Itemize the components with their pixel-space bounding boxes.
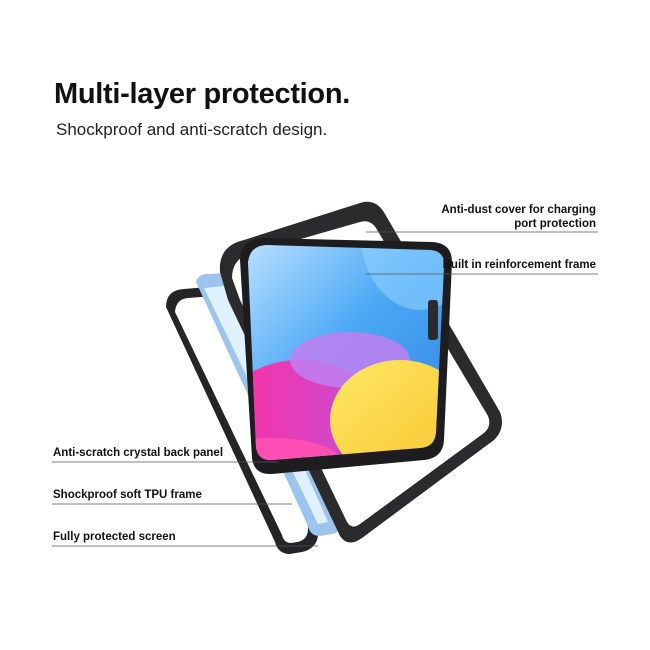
- leader-lines: [52, 231, 598, 547]
- screen-part: [240, 238, 452, 475]
- page-subtitle: Shockproof and anti-scratch design.: [56, 120, 328, 139]
- page-title: Multi-layer protection.: [54, 78, 351, 110]
- callout-screen: Fully protected screen: [53, 531, 176, 543]
- callout-tpu-frame: Shockproof soft TPU frame: [53, 489, 202, 501]
- callout-dust-cover: Anti-dust cover for charging port protec…: [380, 203, 596, 231]
- wallpaper-icon: [248, 245, 445, 461]
- callout-back-panel: Anti-scratch crystal back panel: [53, 447, 224, 459]
- callout-dust-cover-line2: port protection: [514, 218, 596, 230]
- callout-reinforcement-frame: Built in reinforcement frame: [442, 259, 596, 271]
- callout-dust-cover-line1: Anti-dust cover for charging: [441, 204, 596, 216]
- tpu-frame-part: [166, 286, 319, 554]
- side-tab-icon: [428, 300, 438, 340]
